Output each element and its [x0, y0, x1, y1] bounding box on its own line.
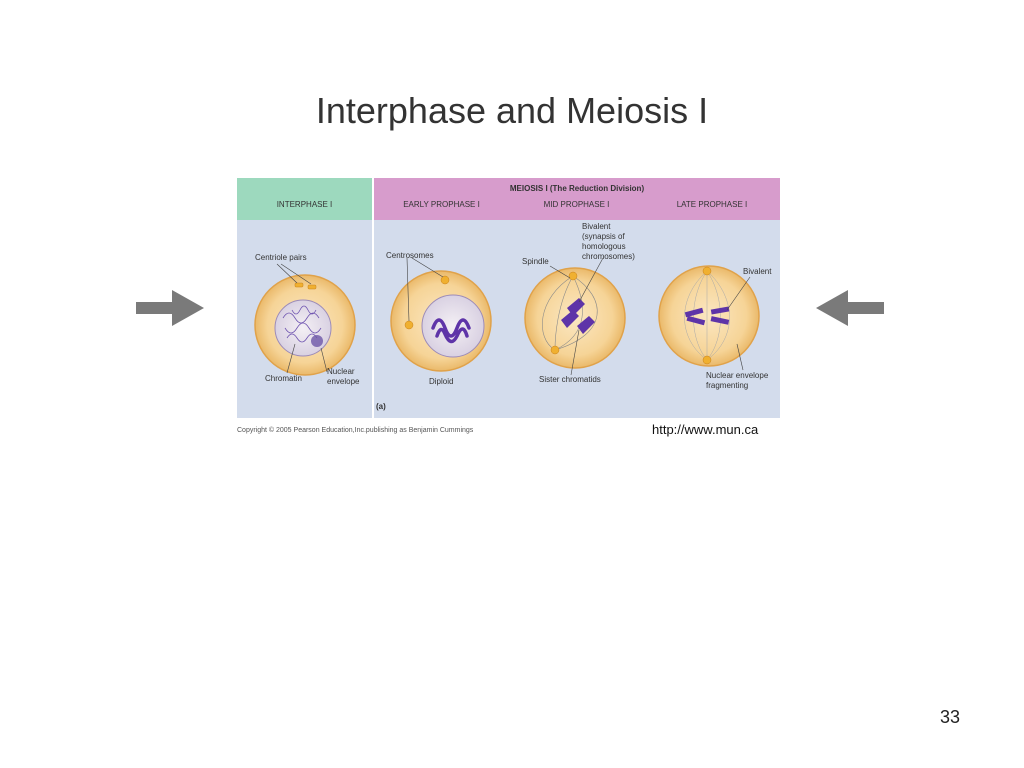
mid-prophase-cell	[524, 257, 626, 376]
left-arrow-icon[interactable]	[816, 290, 884, 326]
copyright-text: Copyright © 2005 Pearson Education,Inc.p…	[237, 427, 474, 434]
panel-tag: (a)	[376, 402, 386, 411]
label-centrosomes: Centrosomes	[386, 251, 434, 260]
late-prophase-cell	[658, 265, 760, 371]
label-bivalent: Bivalent	[743, 267, 772, 276]
label-nuclear-envelope: Nuclear envelope	[327, 367, 360, 386]
label-centriole-pairs: Centriole pairs	[255, 253, 307, 262]
label-sister-chromatids: Sister chromatids	[539, 375, 601, 384]
label-spindle: Spindle	[522, 257, 549, 266]
meiosis-diagram	[237, 178, 780, 438]
label-bivalent-synapsis: Bivalent (synapsis of homologous chromos…	[582, 222, 635, 261]
meiosis-header: MEIOSIS I (The Reduction Division)	[509, 184, 645, 193]
late-prophase-header: LATE PROPHASE I	[676, 200, 748, 209]
early-prophase-cell	[390, 257, 492, 372]
early-prophase-header: EARLY PROPHASE I	[403, 200, 480, 209]
label-chromatin: Chromatin	[265, 374, 302, 383]
label-diploid: Diploid	[429, 377, 454, 386]
label-nuclear-envelope-fragmenting: Nuclear envelope fragmenting	[706, 371, 769, 390]
interphase-header: INTERPHASE I	[276, 200, 333, 209]
page-number: 33	[940, 707, 961, 727]
right-arrow-icon[interactable]	[136, 290, 204, 326]
mid-prophase-header: MID PROPHASE I	[543, 200, 610, 209]
meiosis-figure: INTERPHASE I MEIOSIS I (The Reduction Di…	[237, 178, 780, 438]
interphase-cell	[254, 263, 356, 376]
slide-title: Interphase and Meiosis I	[315, 90, 709, 131]
source-link[interactable]: http://www.mun.ca	[652, 422, 759, 437]
